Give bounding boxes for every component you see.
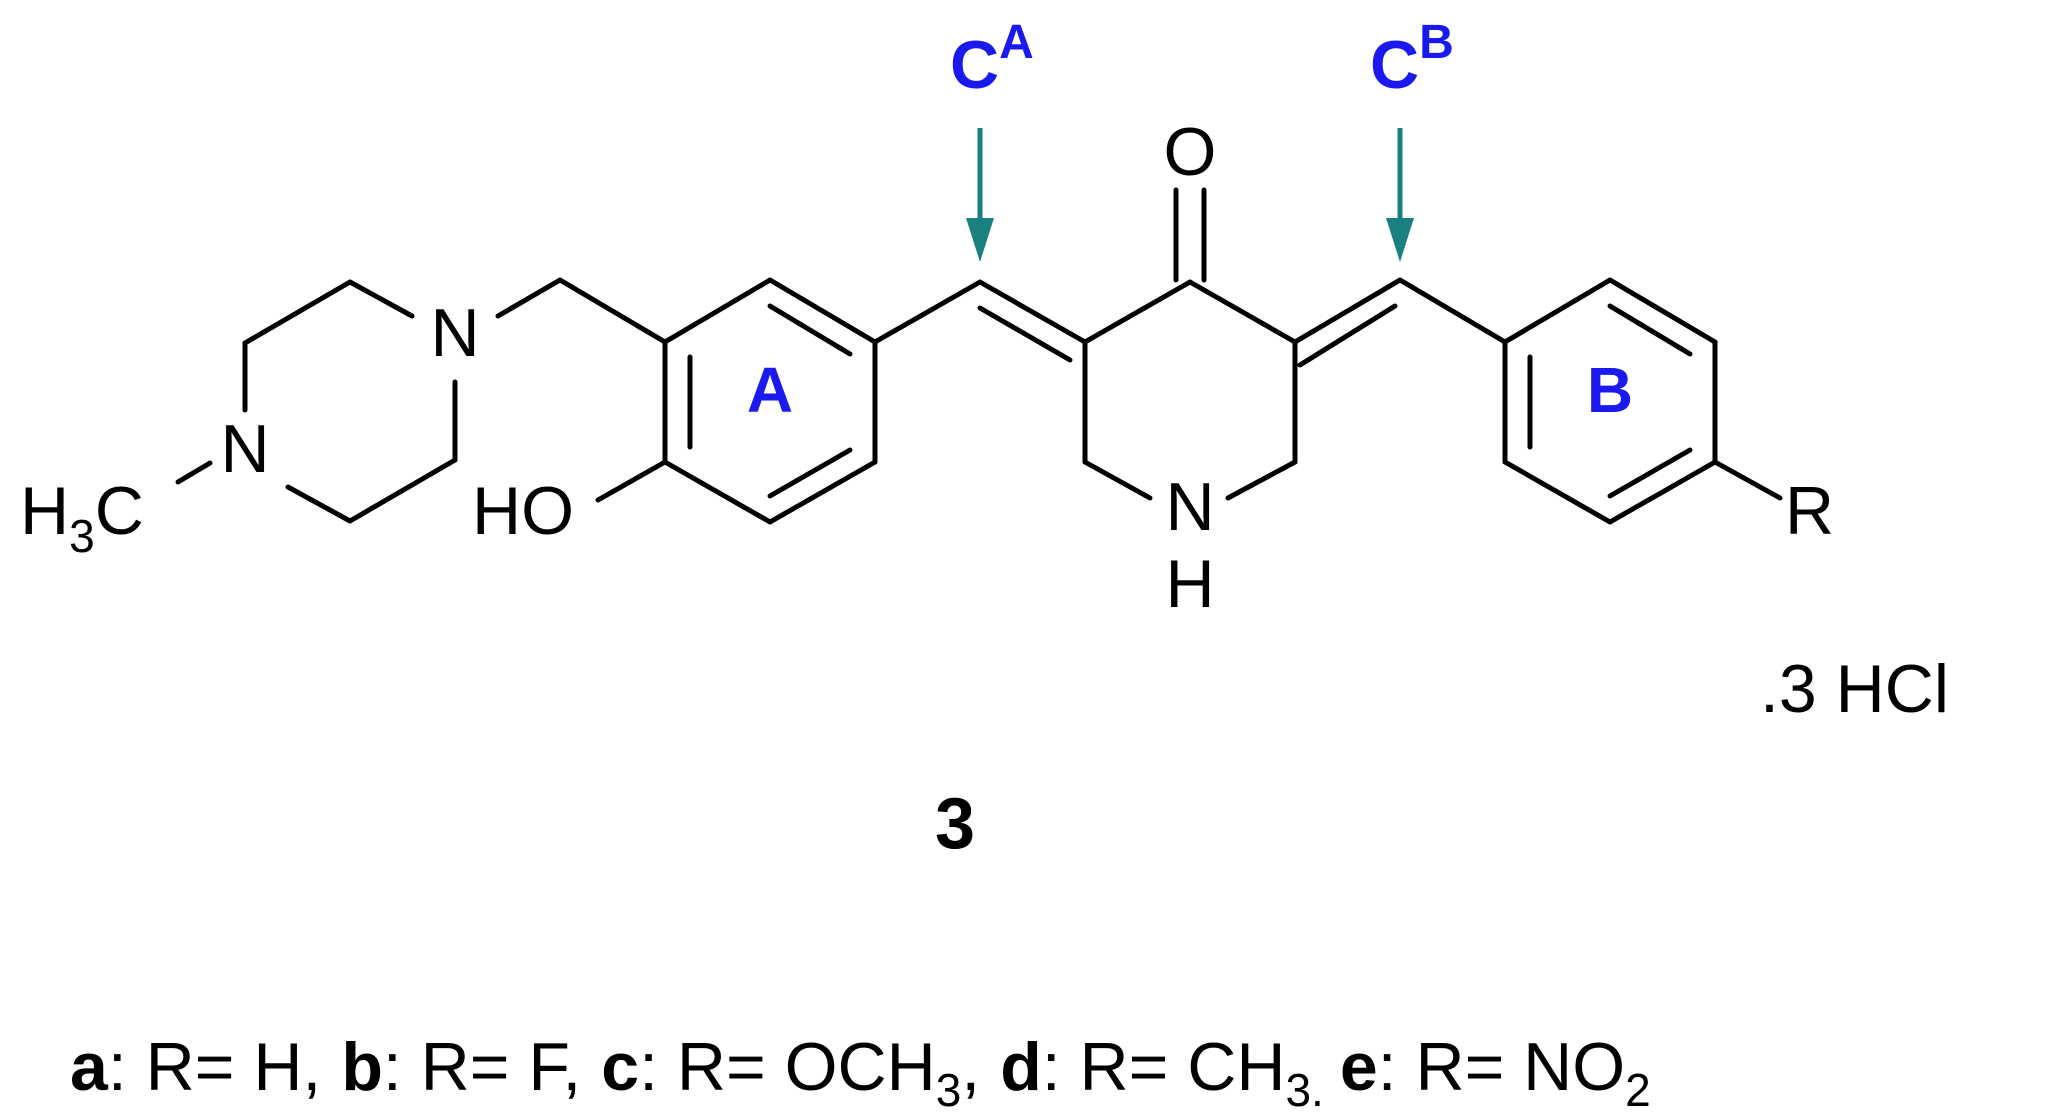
bond [1607,447,1693,499]
bond [1397,277,1508,345]
bond [347,457,458,524]
legend-text-b: : R= F, [383,1029,581,1105]
substituent-legend: a: R= H,b: R= F, c: R= OCH3, d: R= CH3. e: … [70,1029,1651,1112]
piperidine-nitrogen: N [1165,469,1214,545]
bond [1082,279,1193,345]
carbon-label-cb: CB [1370,16,1454,103]
bond [595,459,668,503]
arrow-head [1386,218,1414,262]
legend-key-d: d [1000,1029,1042,1105]
ring-b-bonds [1502,277,1783,525]
legend-sub-d: 3. [1285,1064,1323,1112]
bond [347,279,415,319]
arrow-head [966,218,994,262]
bond [662,459,773,525]
legend-key-c: c [601,1029,639,1105]
ring-label-a: A [747,354,793,426]
legend-text-d: : R= CH [1042,1029,1286,1105]
bond [1082,459,1153,501]
legend-key-b: b [341,1029,383,1105]
bond [662,277,773,345]
bond [1607,459,1718,525]
bond [1712,459,1783,501]
methyl-h: H [20,473,69,549]
bond [1502,277,1613,345]
bond [767,447,853,499]
hydroxyl-group: HO [472,473,574,549]
piperazine-ring [175,277,668,524]
bond [242,279,353,346]
bond [1607,277,1718,345]
bond [1607,303,1693,357]
bond [285,484,353,524]
ring-a-bonds [595,277,983,525]
legend-text-e: : R= NO [1378,1029,1626,1105]
legend-key-a: a [70,1029,109,1105]
methyl-subscript: 3 [69,510,95,562]
piperidine-hydrogen: H [1165,546,1214,622]
piperidinone-ring [977,187,1508,501]
legend-tail-c: , [961,1029,980,1105]
bond [977,279,1088,345]
bond [767,303,853,357]
methyl-group: H3C [20,473,144,562]
bond [1502,459,1613,525]
carbon-label-ca-base: C [950,27,999,103]
arrow-ca [966,128,994,262]
carbon-label-ca-sup: A [999,16,1034,69]
bond [977,305,1073,363]
bond [1297,303,1398,368]
legend-key-e: e [1340,1029,1378,1105]
carbon-label-cb-base: C [1370,27,1419,103]
compound-number: 3 [935,784,975,864]
carbon-label-cb-sup: B [1419,16,1454,69]
bond [767,459,878,525]
legend-sub-e: 2 [1625,1064,1651,1112]
legend-sub-c: 3 [936,1064,962,1112]
substituent-r: R [1785,473,1834,549]
bond [495,277,563,319]
bond [1225,459,1298,501]
methyl-c: C [95,473,144,549]
bond [1187,279,1298,345]
bond [1292,277,1403,345]
bond [767,277,878,345]
arrow-cb [1386,128,1414,262]
salt-label: .3 HCl [1760,651,1949,727]
carbon-label-ca: CA [950,16,1034,103]
atom-n-top: N [430,295,479,371]
bond [175,460,213,485]
carbonyl-oxygen: O [1164,114,1217,190]
legend-text-c: : R= OCH [639,1029,936,1105]
legend-text-a: : R= H, [108,1029,322,1105]
atom-n-bottom: N [220,411,269,487]
bond [872,279,983,345]
ring-label-b: B [1587,354,1633,426]
bond [557,277,668,345]
